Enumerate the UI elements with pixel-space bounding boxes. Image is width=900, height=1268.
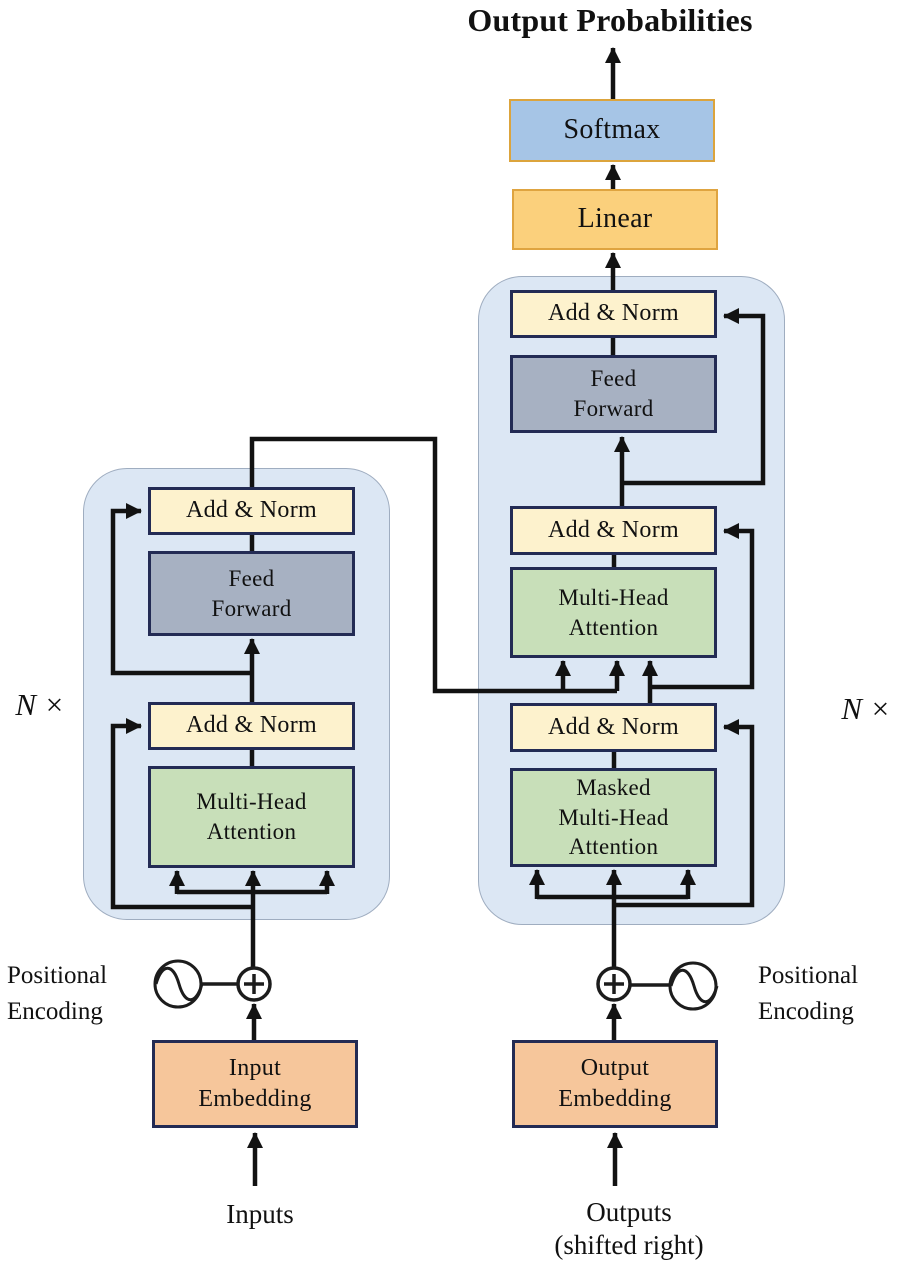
positional-encoding-wave-icon-left: [153, 959, 204, 1009]
positional-encoding-label-right: Positional Encoding: [758, 962, 859, 1025]
softmax-node: Softmax: [509, 99, 715, 162]
repeat-count-label-left: N ×: [15, 687, 65, 722]
encoder-multi-head-attention-node: Multi-Head Attention: [148, 766, 355, 868]
encoder-feed-forward-node: Feed Forward: [148, 551, 355, 636]
decoder-add-norm-mid-node: Add & Norm: [510, 506, 717, 555]
decoder-feed-forward-node: Feed Forward: [510, 355, 717, 433]
inputs-caption: Inputs: [226, 1199, 294, 1229]
decoder-add-norm-bottom-node: Add & Norm: [510, 703, 717, 752]
decoder-add-norm-top-node: Add & Norm: [510, 290, 717, 338]
diagram-title: Output Probabilities: [467, 2, 753, 38]
decoder-masked-multi-head-attention-node: Masked Multi-Head Attention: [510, 768, 717, 867]
positional-encoding-wave-icon-right: [668, 961, 719, 1011]
decoder-multi-head-attention-node: Multi-Head Attention: [510, 567, 717, 658]
output-embedding-node: Output Embedding: [512, 1040, 718, 1128]
connectors: [110, 47, 766, 1186]
positional-encoding-label-left: Positional Encoding: [7, 962, 108, 1025]
encoder-add-norm-top-node: Add & Norm: [148, 487, 355, 535]
repeat-count-label-right: N ×: [841, 691, 891, 726]
encoder-add-norm-bottom-node: Add & Norm: [148, 702, 355, 750]
add-operator-icon-right: [596, 966, 632, 1002]
input-embedding-node: Input Embedding: [152, 1040, 358, 1128]
linear-node: Linear: [512, 189, 718, 250]
outputs-caption: Outputs (shifted right): [554, 1197, 704, 1260]
add-operator-icon-left: [236, 966, 272, 1002]
